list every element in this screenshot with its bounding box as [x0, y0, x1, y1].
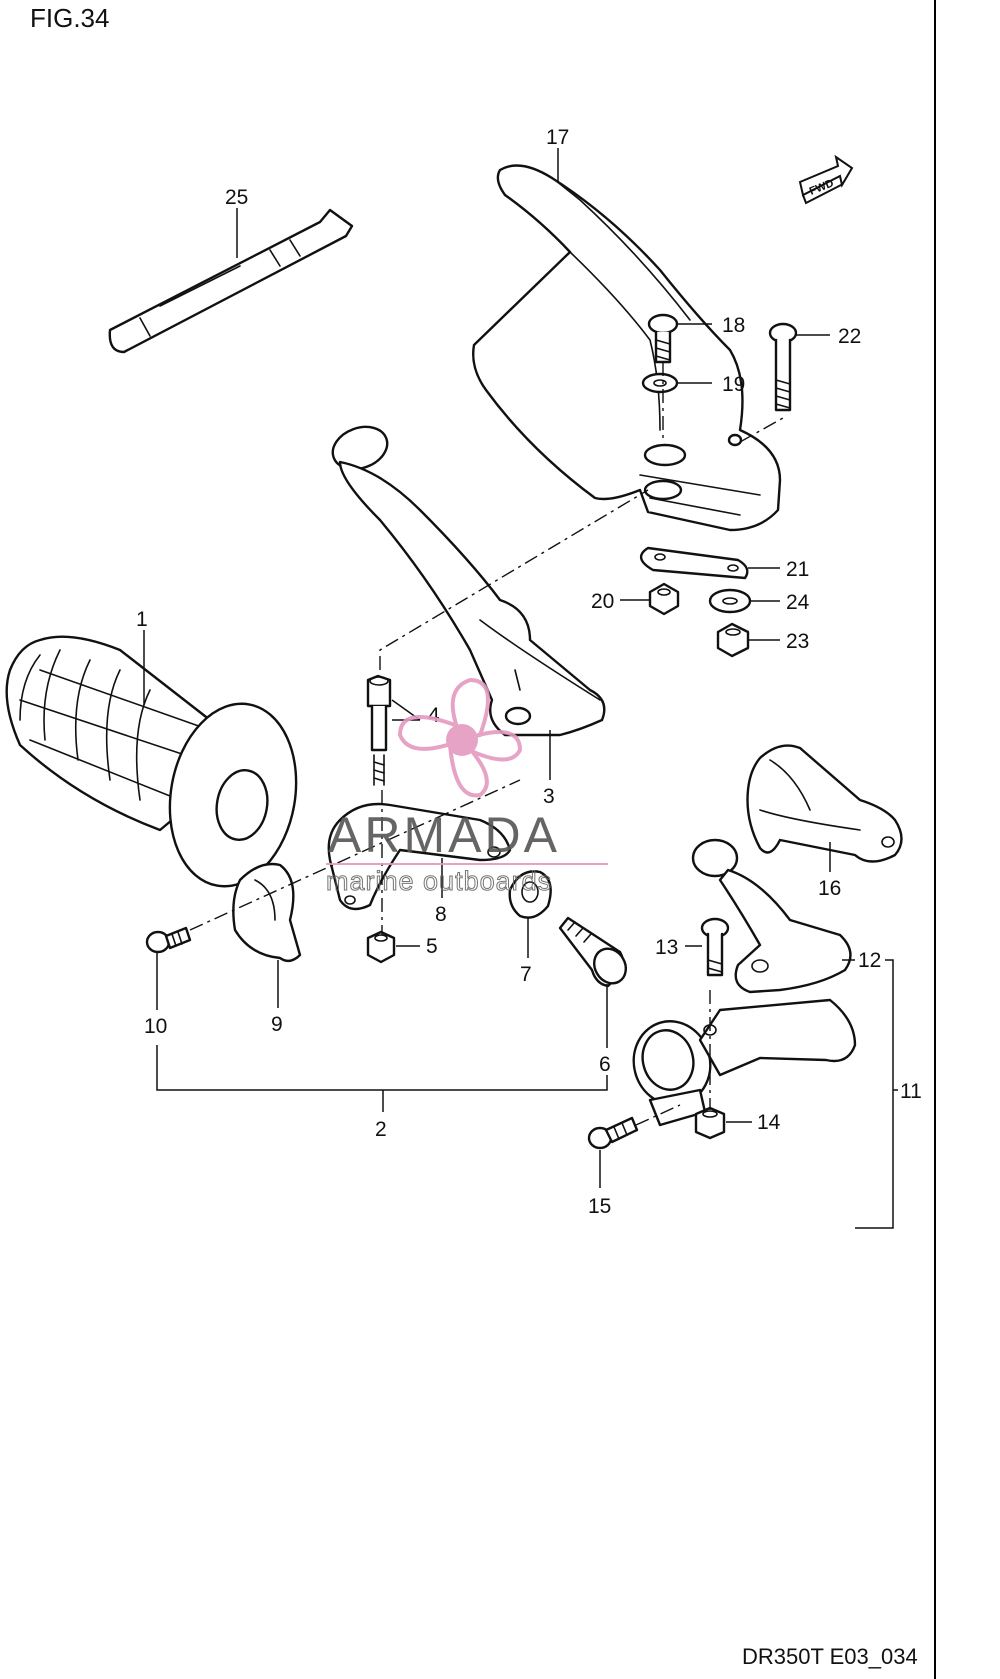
part-washer-24[interactable]: [708, 588, 752, 614]
part-screw-10[interactable]: [145, 926, 192, 954]
part-brake-lever-holder[interactable]: [624, 998, 857, 1127]
part-lever-cover[interactable]: [746, 744, 903, 863]
part-screw-18[interactable]: [647, 313, 679, 364]
callout-24[interactable]: 24: [786, 591, 810, 614]
part-pivot-bolt-13[interactable]: [700, 917, 730, 977]
callout-21[interactable]: 21: [786, 558, 809, 581]
callout-8[interactable]: 8: [435, 903, 447, 926]
callout-14[interactable]: 14: [757, 1111, 781, 1134]
callout-19[interactable]: 19: [722, 373, 745, 396]
callout-3[interactable]: 3: [543, 785, 555, 808]
callout-5[interactable]: 5: [426, 935, 438, 958]
callout-18[interactable]: 18: [722, 314, 745, 337]
part-brake-lever[interactable]: [691, 838, 852, 994]
propeller-logo-icon: [397, 677, 523, 798]
callout-6[interactable]: 6: [599, 1053, 611, 1076]
part-bolt-22[interactable]: [768, 322, 798, 412]
callout-7[interactable]: 7: [520, 963, 532, 986]
callout-4[interactable]: 4: [428, 704, 440, 727]
part-locknut-7[interactable]: [508, 870, 552, 919]
figure-code: DR350T E03_034: [742, 1644, 918, 1669]
callout-13[interactable]: 13: [655, 936, 678, 959]
part-nut-20[interactable]: [648, 582, 680, 616]
fwd-arrow-icon: FWD: [798, 154, 854, 205]
callout-22[interactable]: 22: [838, 325, 861, 348]
part-screw-15[interactable]: [587, 1116, 639, 1150]
callout-20[interactable]: 20: [591, 590, 614, 613]
callout-9[interactable]: 9: [271, 1013, 283, 1036]
diagram-canvas: FIG.34 FWD: [5, 3, 922, 1669]
part-clutch-lever[interactable]: [327, 420, 606, 737]
assembly-line: [379, 489, 649, 670]
callout-17[interactable]: 17: [546, 126, 569, 149]
figure-title: FIG.34: [30, 3, 109, 33]
part-nut-5[interactable]: [366, 930, 396, 964]
leader-lines: [143, 148, 898, 1229]
part-plate-21[interactable]: [640, 546, 749, 580]
callout-1[interactable]: 1: [136, 608, 148, 631]
part-adjuster-6[interactable]: [558, 916, 632, 989]
part-nut-14[interactable]: [694, 1106, 726, 1140]
callout-12[interactable]: 12: [858, 949, 881, 972]
watermark-tagline: marine outboards: [326, 866, 552, 896]
part-grip[interactable]: [5, 635, 310, 897]
callout-23[interactable]: 23: [786, 630, 809, 653]
callout-10[interactable]: 10: [144, 1015, 167, 1038]
watermark: ARMADA marine outboards: [326, 677, 608, 897]
part-pivot-bolt-4[interactable]: [366, 674, 392, 786]
exploded-parts-diagram: FIG.34 FWD: [5, 3, 922, 1669]
part-cable-tie[interactable]: [108, 208, 354, 354]
part-holder-clamp[interactable]: [232, 862, 302, 963]
callout-labels: 1 2 3 4 5 6 7 8 9 10 11 12 13 14 15 16 1…: [136, 126, 922, 1218]
part-nut-23[interactable]: [716, 622, 750, 658]
callout-2[interactable]: 2: [375, 1118, 387, 1141]
part-knuckle-cover[interactable]: [472, 164, 782, 532]
part-washer-19[interactable]: [641, 372, 679, 394]
callout-15[interactable]: 15: [588, 1195, 611, 1218]
right-margin-panel: [934, 0, 1000, 1679]
part-lever-holder[interactable]: [327, 802, 512, 911]
callout-16[interactable]: 16: [818, 877, 841, 900]
callout-11[interactable]: 11: [900, 1080, 922, 1103]
watermark-name: ARMADA: [328, 807, 560, 863]
callout-25[interactable]: 25: [225, 186, 248, 209]
